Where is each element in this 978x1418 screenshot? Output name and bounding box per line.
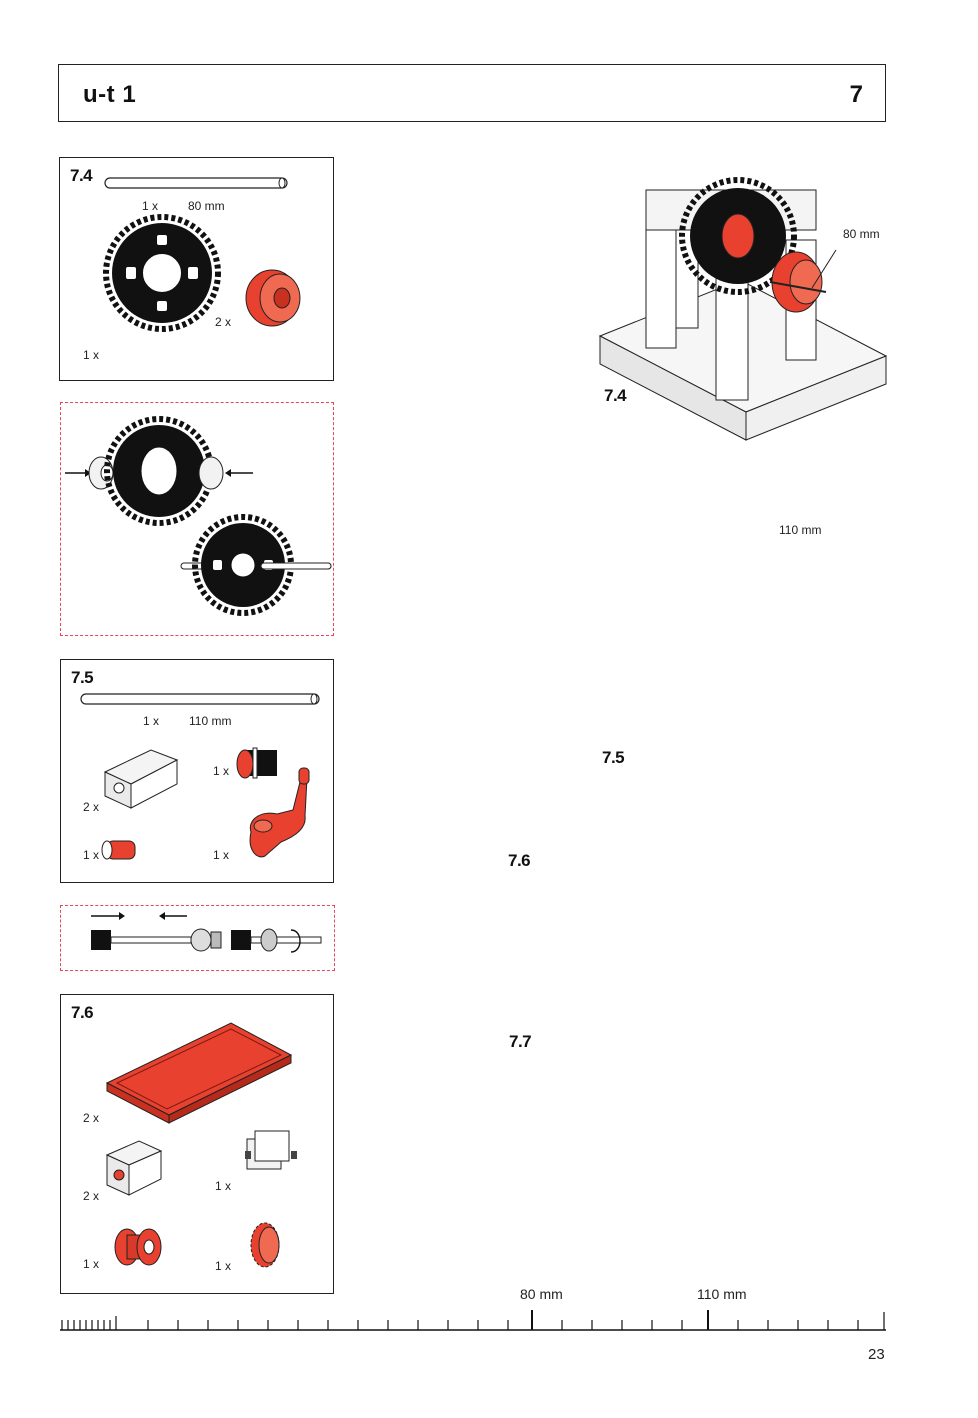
gear-qty: 1 x — [83, 348, 100, 362]
page-header: u-t 1 7 — [58, 64, 886, 122]
gear-qty: 1 x — [215, 1259, 232, 1273]
parts-illustration-7-4 — [103, 177, 301, 332]
measurement-ruler — [60, 1308, 886, 1332]
red-hub-pulley-icon — [114, 1228, 162, 1266]
hub-qty: 1 x — [83, 1257, 100, 1271]
gear-hub-assembly-illustration — [65, 416, 332, 616]
crank-qty: 1 x — [213, 848, 230, 862]
red-clip-icon — [101, 840, 136, 860]
red-crank-icon — [249, 767, 310, 858]
step-label: 7.4 — [70, 166, 93, 185]
block-qty: 2 x — [83, 800, 100, 814]
parts-illustration-7-6 — [105, 1022, 297, 1268]
parts-box-7-5: 7.5 1 x 110 mm 1 x — [60, 659, 334, 883]
axle-qty: 1 x — [143, 714, 160, 728]
subassembly-gear-hubs — [60, 402, 334, 636]
chapter-number: 7 — [849, 81, 863, 108]
axle-110mm-icon — [80, 693, 320, 705]
axle-length: 110 mm — [189, 714, 232, 728]
assembly-label-7-4: 7.4 — [604, 386, 627, 405]
red-hub-icon — [245, 269, 301, 327]
axle-80mm-icon — [104, 177, 288, 189]
assembly-label-7-5: 7.5 — [602, 748, 625, 767]
pinion-assembly-illustration — [91, 912, 322, 953]
axle-callout-110mm: 110 mm — [779, 523, 822, 537]
building-block-icon — [105, 1140, 163, 1196]
plate-qty: 2 x — [83, 1111, 100, 1125]
hub-qty: 2 x — [215, 315, 232, 329]
parts-box-7-4: 7.4 1 x 80 mm 2 x 1 x — [59, 157, 334, 381]
hinge-block-icon — [245, 1130, 297, 1170]
scale-label-110mm: 110 mm — [697, 1286, 747, 1302]
step-label: 7.6 — [71, 1003, 94, 1022]
pinion-icon — [236, 747, 277, 779]
parts-illustration-7-5 — [80, 693, 320, 860]
step-label: 7.5 — [71, 668, 94, 687]
assembly-label-7-6: 7.6 — [508, 851, 531, 870]
page-number: 23 — [868, 1346, 885, 1363]
block-qty: 2 x — [83, 1189, 100, 1203]
subassembly-pinion — [60, 905, 335, 971]
hinge-qty: 1 x — [215, 1179, 232, 1193]
axle-callout-80mm: 80 mm — [843, 227, 880, 241]
model-code: u-t 1 — [83, 81, 137, 108]
pinion-qty: 1 x — [213, 764, 230, 778]
axle-qty: 1 x — [142, 199, 159, 213]
ruler-ticks — [60, 1310, 886, 1331]
axle-length: 80 mm — [188, 199, 225, 213]
assembly-label-7-7: 7.7 — [509, 1032, 532, 1051]
building-block-icon — [103, 749, 179, 809]
parts-box-7-6: 7.6 2 x 2 x — [60, 994, 334, 1294]
assembly-7-4-illustration — [598, 177, 888, 441]
scale-label-80mm: 80 mm — [520, 1286, 563, 1302]
red-gear-icon — [250, 1222, 280, 1268]
clip-qty: 1 x — [83, 848, 100, 862]
red-plate-icon — [105, 1022, 293, 1124]
gear-40-icon — [103, 214, 221, 332]
